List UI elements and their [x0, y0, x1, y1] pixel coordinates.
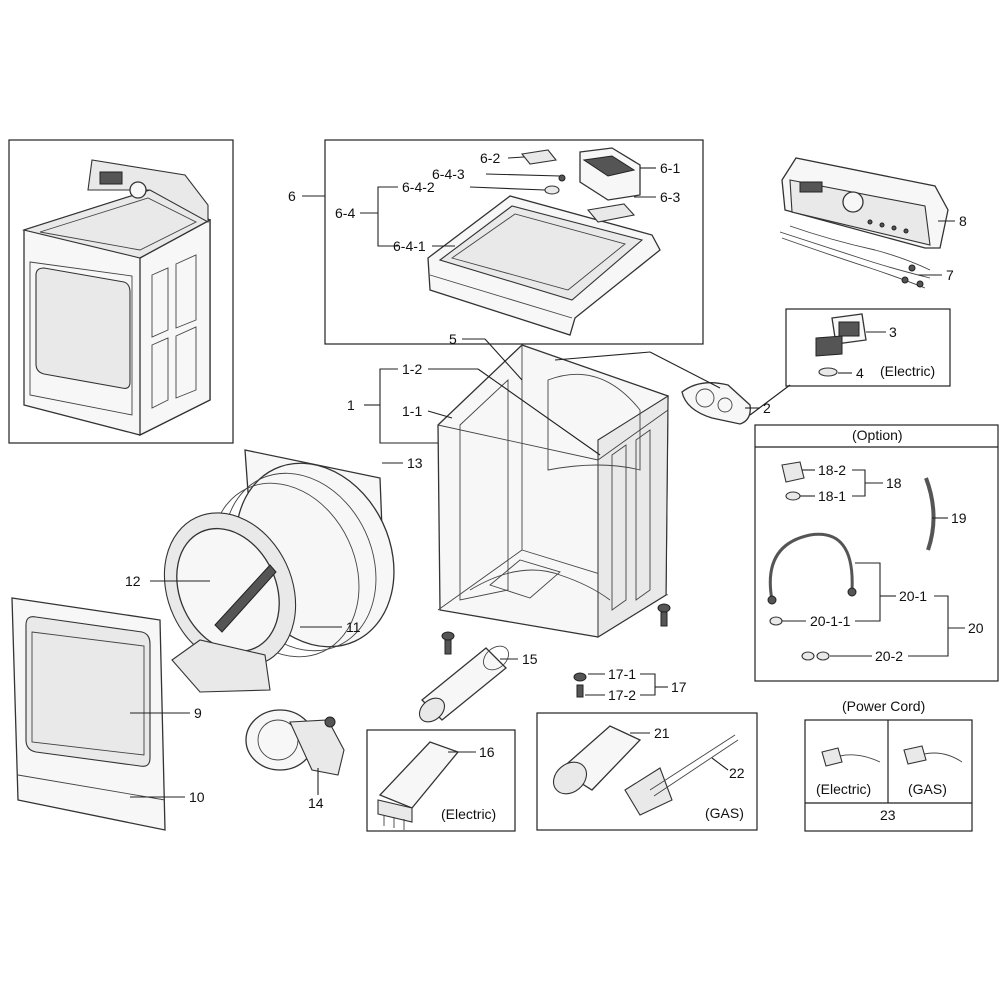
callout-18: 18 — [886, 475, 902, 491]
label-electric-heater: (Electric) — [441, 806, 496, 822]
label-electric-sensor: (Electric) — [880, 363, 935, 379]
callout-23: 23 — [880, 807, 896, 823]
callout-4: 4 — [856, 365, 864, 381]
cabinet — [437, 344, 671, 698]
callout-17: 17 — [671, 679, 687, 695]
blower — [245, 709, 345, 776]
callout-22: 22 — [729, 765, 745, 781]
callout-20-1-1: 20-1-1 — [810, 613, 851, 629]
callout-17-2: 17-2 — [608, 687, 636, 703]
callout-8: 8 — [959, 213, 967, 229]
callout-1-2: 1-2 — [402, 361, 422, 377]
drum — [163, 449, 395, 693]
back-duct — [681, 382, 751, 425]
callout-20: 20 — [968, 620, 984, 636]
callout-14: 14 — [308, 795, 324, 811]
callout-15: 15 — [522, 651, 538, 667]
front-panel — [11, 597, 166, 831]
callout-6-1: 6-1 — [660, 160, 680, 176]
callout-19: 19 — [951, 510, 967, 526]
callout-6-4-2: 6-4-2 — [402, 179, 435, 195]
callout-7: 7 — [946, 267, 954, 283]
leader-lines — [130, 156, 955, 798]
callout-9: 9 — [194, 705, 202, 721]
label-power-cord-electric: (Electric) — [816, 781, 871, 797]
label-power-cord: (Power Cord) — [842, 698, 925, 714]
heater-group — [366, 729, 516, 832]
callout-10: 10 — [189, 789, 205, 805]
gas-group — [536, 712, 758, 831]
control-panel — [779, 157, 949, 289]
callout-6-2: 6-2 — [480, 150, 500, 166]
callout-6-4: 6-4 — [335, 205, 355, 221]
label-power-cord-gas: (GAS) — [908, 781, 947, 797]
callout-11: 11 — [346, 619, 361, 635]
callout-13: 13 — [407, 455, 423, 471]
sensor-group — [785, 308, 951, 387]
callout-6-4-1: 6-4-1 — [393, 238, 426, 254]
callout-16: 16 — [479, 744, 495, 760]
callout-2: 2 — [763, 400, 771, 416]
callout-3: 3 — [889, 324, 897, 340]
callout-21: 21 — [654, 725, 670, 741]
label-option: (Option) — [852, 427, 903, 443]
label-gas: (GAS) — [705, 805, 744, 821]
callout-17-1: 17-1 — [608, 666, 636, 682]
box-labels: (Electric) (Electric) (GAS) (Option) (Po… — [441, 363, 947, 822]
callout-12: 12 — [125, 573, 141, 589]
overview-dryer — [8, 139, 234, 444]
power-cord-group — [804, 719, 973, 832]
exhaust-duct — [418, 645, 509, 723]
callout-18-2: 18-2 — [818, 462, 846, 478]
callout-6-4-3: 6-4-3 — [432, 166, 465, 182]
callout-5: 5 — [449, 331, 457, 347]
callout-20-2: 20-2 — [875, 648, 903, 664]
callout-1-1: 1-1 — [402, 403, 422, 419]
callout-6-3: 6-3 — [660, 189, 680, 205]
callout-6: 6 — [288, 188, 296, 204]
top-cover-group — [324, 139, 704, 345]
callout-20-1: 20-1 — [899, 588, 927, 604]
option-group — [754, 424, 999, 682]
callout-labels: 1 1-1 1-2 2 3 4 5 6 6-1 6-2 6-3 6-4 6-4-… — [125, 150, 984, 823]
callout-18-1: 18-1 — [818, 488, 846, 504]
callout-1: 1 — [347, 397, 355, 413]
